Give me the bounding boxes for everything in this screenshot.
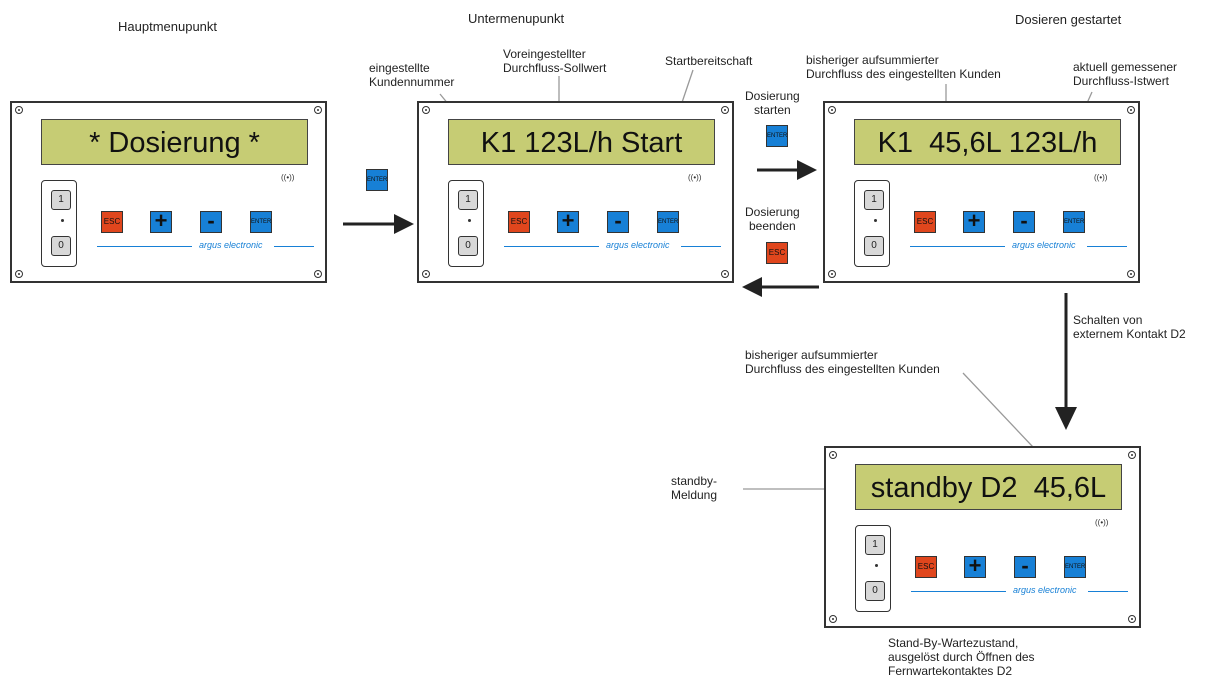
brand-line [97, 246, 192, 247]
brand-line [1087, 246, 1127, 247]
esc-button[interactable]: ESC [914, 211, 936, 233]
screw-icon [721, 106, 729, 114]
key-1[interactable]: 1 [865, 535, 885, 555]
screw-icon [1127, 270, 1135, 278]
screw-icon [422, 106, 430, 114]
numeric-keypad: 1 0 [448, 180, 484, 267]
lcd-display: K1 45,6L 123L/h [854, 119, 1121, 165]
screw-icon [15, 106, 23, 114]
panel-sub-menu: K1 123L/h Start ((•)) 1 0 ESC + - ENTER … [417, 101, 734, 283]
panel-dosing-started: K1 45,6L 123L/h ((•)) 1 0 ESC + - ENTER … [823, 101, 1140, 283]
standby-state-label: Stand-By-Wartezustand,ausgelöst durch Öf… [888, 636, 1035, 678]
brand-line [274, 246, 314, 247]
lcd-text: standby D2 45,6L [870, 472, 1107, 504]
dosing-started-heading: Dosieren gestartet [1015, 12, 1122, 27]
key-0[interactable]: 0 [864, 236, 884, 256]
screw-icon [828, 106, 836, 114]
plus-button[interactable]: + [557, 210, 579, 233]
ready-to-start-label: Startbereitschaft [665, 54, 753, 68]
key-1[interactable]: 1 [458, 190, 478, 210]
end-dosing-esc-key[interactable]: ESC [766, 242, 788, 264]
brand-label: argus electronic [606, 240, 670, 250]
brand-label: argus electronic [1012, 240, 1076, 250]
enter-button[interactable]: ENTER [1064, 556, 1086, 578]
key-0[interactable]: 0 [458, 236, 478, 256]
key-1[interactable]: 1 [864, 190, 884, 210]
key-0[interactable]: 0 [51, 236, 71, 256]
plus-button[interactable]: + [963, 210, 985, 233]
brand-line [681, 246, 721, 247]
start-dosing-enter-key[interactable]: ENTER [766, 125, 788, 147]
arrow-sub-to-dosing [757, 160, 817, 180]
plus-button[interactable]: + [150, 210, 172, 233]
standby-message-label: standby-Meldung [671, 474, 718, 502]
panel-standby: standby D2 45,6L ((•)) 1 0 ESC + - ENTER… [824, 446, 1141, 628]
screw-icon [314, 106, 322, 114]
lcd-text: K1 45,6L 123L/h [877, 127, 1098, 159]
brand-line [504, 246, 599, 247]
led-indicator [61, 219, 64, 222]
enter-button[interactable]: ENTER [1063, 211, 1085, 233]
plus-button[interactable]: + [964, 555, 986, 578]
lcd-display: * Dosierung * [41, 119, 308, 165]
arrow-dosing-to-sub [742, 277, 819, 297]
enter-key-main[interactable]: ENTER [366, 169, 388, 191]
minus-button[interactable]: - [1014, 555, 1036, 578]
lcd-text: K1 123L/h Start [480, 127, 683, 159]
minus-button[interactable]: - [200, 210, 222, 233]
lcd-text: * Dosierung * [89, 127, 260, 159]
screw-icon [721, 270, 729, 278]
screw-icon [1127, 106, 1135, 114]
key-1[interactable]: 1 [51, 190, 71, 210]
signal-icon: ((•)) [688, 173, 702, 182]
screw-icon [422, 270, 430, 278]
signal-icon: ((•)) [1094, 173, 1108, 182]
brand-line [1088, 591, 1128, 592]
minus-button[interactable]: - [607, 210, 629, 233]
lcd-display: standby D2 45,6L [855, 464, 1122, 510]
arrow-dosing-to-standby [1055, 293, 1077, 430]
screw-icon [15, 270, 23, 278]
screw-icon [1128, 615, 1136, 623]
screw-icon [1128, 451, 1136, 459]
minus-button[interactable]: - [1013, 210, 1035, 233]
main-menu-heading: Hauptmenupunkt [118, 19, 218, 34]
led-indicator [874, 219, 877, 222]
enter-button[interactable]: ENTER [250, 211, 272, 233]
sub-menu-heading: Untermenupunkt [468, 11, 565, 26]
numeric-keypad: 1 0 [855, 525, 891, 612]
esc-button[interactable]: ESC [915, 556, 937, 578]
brand-label: argus electronic [199, 240, 263, 250]
key-0[interactable]: 0 [865, 581, 885, 601]
signal-icon: ((•)) [281, 173, 295, 182]
esc-button[interactable]: ESC [101, 211, 123, 233]
panel-main-menu: * Dosierung * ((•)) 1 0 ESC + - ENTER ar… [10, 101, 327, 283]
brand-line [910, 246, 1005, 247]
enter-button[interactable]: ENTER [657, 211, 679, 233]
screw-icon [314, 270, 322, 278]
led-indicator [875, 564, 878, 567]
numeric-keypad: 1 0 [854, 180, 890, 267]
esc-button[interactable]: ESC [508, 211, 530, 233]
lcd-display: K1 123L/h Start [448, 119, 715, 165]
led-indicator [468, 219, 471, 222]
brand-label: argus electronic [1013, 585, 1077, 595]
arrow-main-to-sub [343, 214, 414, 234]
screw-icon [828, 270, 836, 278]
screw-icon [829, 451, 837, 459]
signal-icon: ((•)) [1095, 518, 1109, 527]
numeric-keypad: 1 0 [41, 180, 77, 267]
screw-icon [829, 615, 837, 623]
brand-line [911, 591, 1006, 592]
